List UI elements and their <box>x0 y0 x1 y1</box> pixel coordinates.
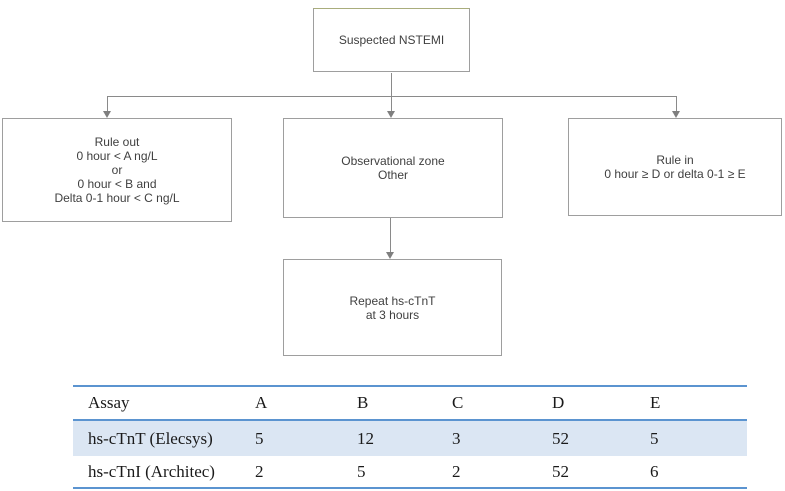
repeat-hs-ctnt-box: Repeat hs-cTnT at 3 hours <box>283 259 502 356</box>
table-row: hs-cTnI (Architec) 2 5 2 52 6 <box>73 456 747 487</box>
table-top-border <box>73 385 747 387</box>
cell-value: 5 <box>357 461 366 481</box>
observational-zone-box: Observational zone Other <box>283 118 503 218</box>
cell-value: 3 <box>452 428 461 448</box>
cell-value: 2 <box>452 461 461 481</box>
connector-top-stem <box>391 73 392 96</box>
row-label: hs-cTnT (Elecsys) <box>88 428 213 448</box>
box-text-line: Delta 0-1 hour < C ng/L <box>54 191 180 205</box>
box-text-line: 0 hour ≥ D or delta 0-1 ≥ E <box>604 167 746 181</box>
cell-value: 5 <box>650 428 659 448</box>
connector-horizontal <box>107 96 677 97</box>
table-bottom-border <box>73 487 747 489</box>
arrowhead-left-icon <box>103 111 111 118</box>
column-header: A <box>255 393 268 412</box>
connector-observational-to-repeat <box>390 218 391 252</box>
cell-value: 52 <box>552 461 569 481</box>
connector-drop-right <box>676 96 677 111</box>
box-text-line: 0 hour < B and <box>77 177 157 191</box>
box-text-line: Other <box>377 168 408 182</box>
table-row: hs-cTnT (Elecsys) 5 12 3 52 5 <box>73 421 747 456</box>
cell-value: 12 <box>357 428 374 448</box>
column-header: D <box>552 393 565 412</box>
table-header-row: Assay A B C D E <box>73 387 747 419</box>
box-text-line: 0 hour < A ng/L <box>76 149 158 163</box>
arrowhead-middle-icon <box>387 111 395 118</box>
arrowhead-right-icon <box>672 111 680 118</box>
rule-in-box: Rule in 0 hour ≥ D or delta 0-1 ≥ E <box>568 118 782 216</box>
box-text-line: Rule in <box>656 153 694 167</box>
box-text-line: Suspected NSTEMI <box>338 33 445 47</box>
connector-drop-middle <box>391 96 392 111</box>
column-header: C <box>452 393 464 412</box>
box-text-line: Repeat hs-cTnT <box>349 293 436 308</box>
arrowhead-repeat-icon <box>386 252 394 259</box>
cell-value: 52 <box>552 428 569 448</box>
column-header: Assay <box>88 393 130 412</box>
column-header: E <box>650 393 661 412</box>
box-text-line: Rule out <box>94 135 140 149</box>
box-text-line: at 3 hours <box>365 307 420 322</box>
connector-drop-left <box>107 96 108 111</box>
row-label: hs-cTnI (Architec) <box>88 461 215 481</box>
suspected-nstemi-box: Suspected NSTEMI <box>313 8 470 72</box>
assay-cutoff-table: Assay A B C D E hs-cTnT (Elecsys) 5 12 3… <box>73 385 747 489</box>
box-text-line: or <box>111 163 123 177</box>
box-text-line: Observational zone <box>341 154 445 168</box>
rule-out-box: Rule out 0 hour < A ng/L or 0 hour < B a… <box>2 118 232 222</box>
table-header-divider <box>73 419 747 421</box>
cell-value: 5 <box>255 428 264 448</box>
cell-value: 2 <box>255 461 264 481</box>
column-header: B <box>357 393 369 412</box>
cell-value: 6 <box>650 461 659 481</box>
